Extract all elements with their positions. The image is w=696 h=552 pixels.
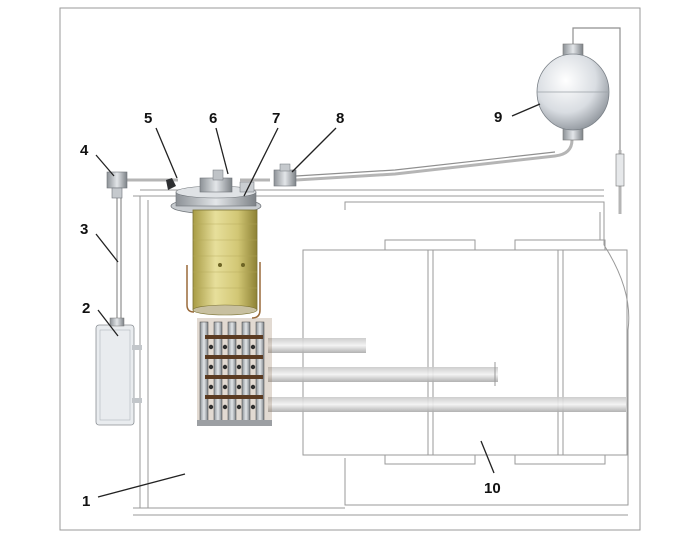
callout-5: 5 (144, 110, 152, 127)
callout-7: 7 (272, 110, 280, 127)
oil-conservator (536, 43, 625, 187)
dehydrating-breather (95, 317, 142, 426)
pressure-relief-relay (273, 163, 297, 187)
callout-6: 6 (209, 110, 217, 127)
diverter-switch-cylinder (186, 209, 261, 319)
callout-8: 8 (336, 110, 344, 127)
tap-selector (197, 318, 272, 426)
callout-9: 9 (494, 109, 502, 126)
connection-leads (268, 338, 626, 412)
protective-relay (106, 171, 128, 199)
transformer-tank-outline (302, 201, 630, 506)
callout-2: 2 (82, 300, 90, 317)
tap-changer-head (166, 169, 262, 215)
leader-lines (95, 103, 541, 498)
callout-4: 4 (80, 142, 89, 159)
outer-frame (59, 7, 641, 531)
callout-1: 1 (82, 493, 90, 510)
callout-10: 10 (484, 480, 501, 497)
callout-3: 3 (80, 221, 88, 238)
